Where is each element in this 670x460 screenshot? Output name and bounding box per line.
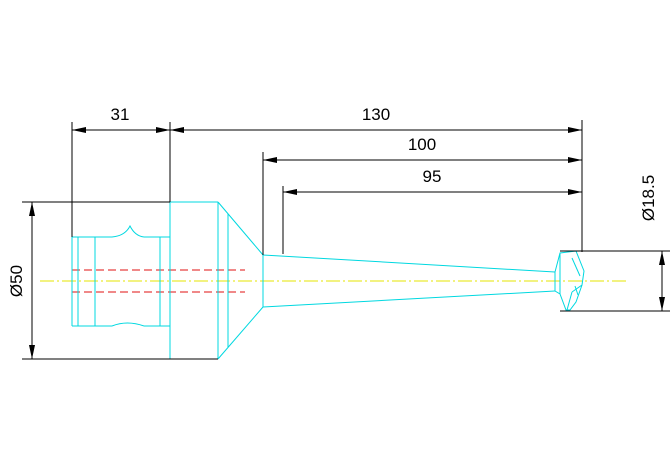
- cutting-head: [554, 250, 585, 311]
- dim-shank-length: 31: [111, 105, 130, 124]
- dim-reach-95: 95: [423, 167, 442, 186]
- shank-body: [71, 224, 170, 327]
- extension: [262, 254, 556, 308]
- dim-overall-length: 130: [362, 105, 390, 124]
- hidden-lines: [72, 269, 245, 293]
- dim-reach-100: 100: [408, 135, 436, 154]
- cone: [217, 201, 264, 360]
- arrowheads: [29, 127, 665, 359]
- dimension-lines: [22, 120, 670, 360]
- dim-tip-diameter: Ø18.5: [639, 175, 658, 221]
- dim-shank-diameter: Ø50: [7, 265, 26, 297]
